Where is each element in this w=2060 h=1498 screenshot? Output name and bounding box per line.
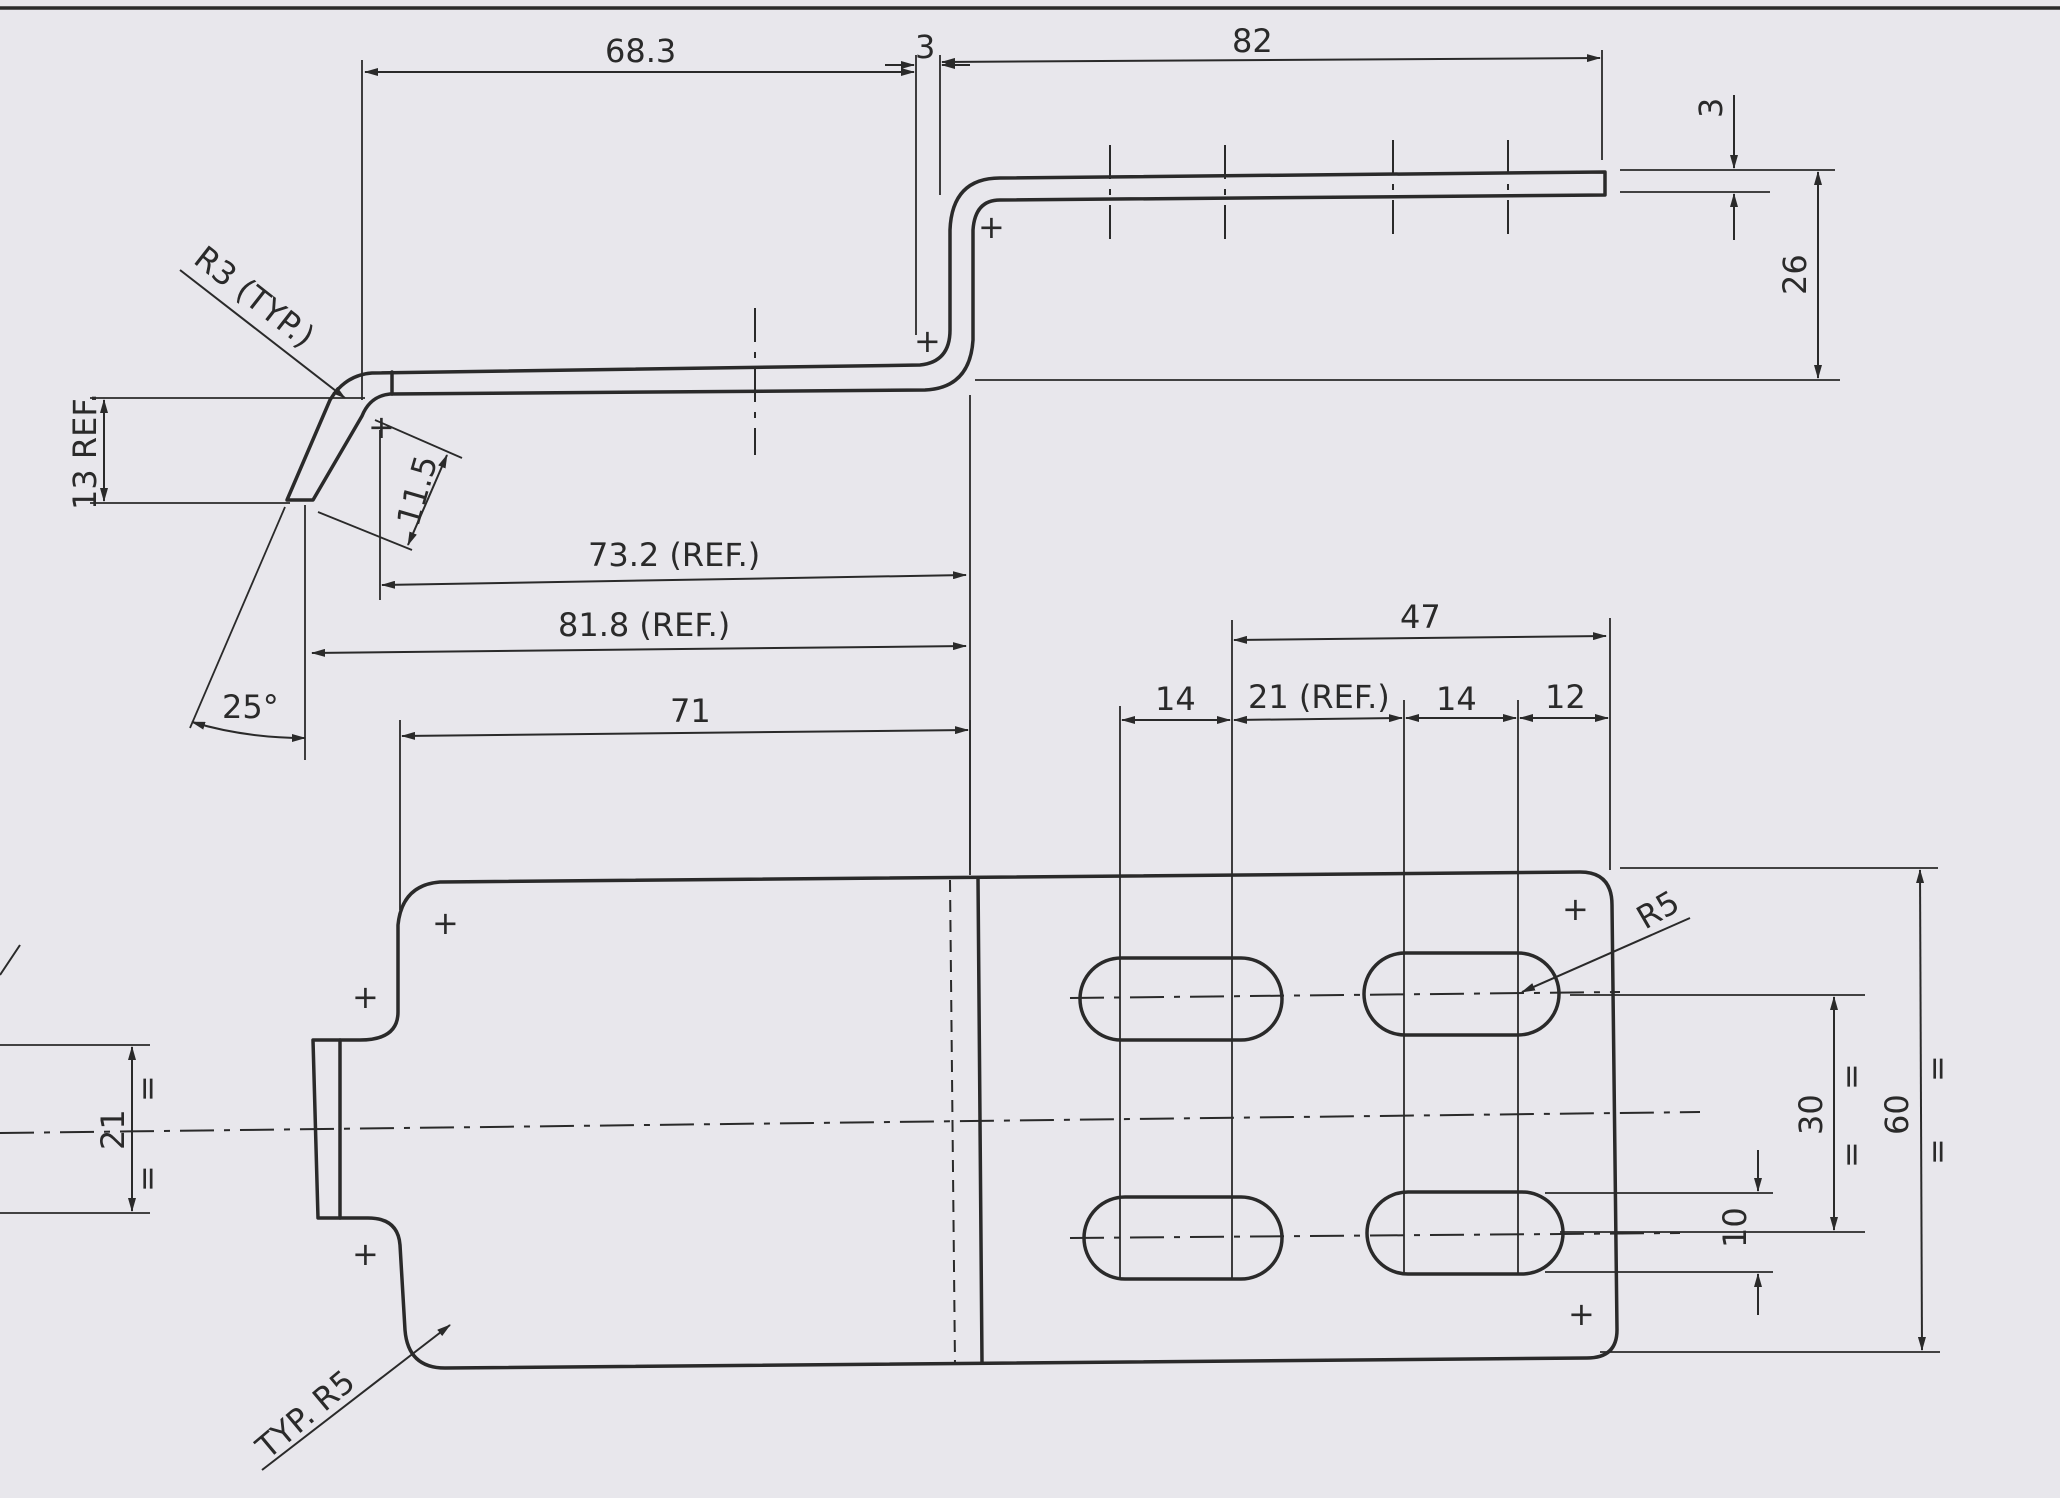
corner-mark-2: + [352, 978, 379, 1016]
dim-line-82 [941, 54, 1601, 66]
dim-text-11-5: 11.5 [389, 451, 445, 530]
dim-text-21ref: 21 (REF.) [1248, 678, 1390, 716]
dim-text-r5: R5 [1630, 883, 1686, 937]
dim-text-eq-21a: = [128, 1075, 166, 1102]
dim-text-81-8: 81.8 (REF.) [558, 606, 730, 644]
leader-r3 [179, 269, 346, 399]
slot-row-bottom-centerline [1069, 1232, 1681, 1239]
bend-mark-2: + [978, 208, 1005, 246]
dim-text-26: 26 [1776, 254, 1814, 295]
dim-text-73-2: 73.2 (REF.) [588, 536, 760, 574]
ext-angle [189, 506, 286, 729]
dim-text-typ-r5: TYP. R5 [248, 1362, 362, 1467]
dim-text-47: 47 [1400, 598, 1441, 636]
leader-typ-r5 [261, 1324, 451, 1471]
dim-text-30: 30 [1792, 1094, 1830, 1135]
plate-outline [311, 870, 1619, 1370]
dim-text-21: 21 [94, 1109, 132, 1150]
slot-row-top-centerline [1069, 991, 1621, 999]
dim-text-10: 10 [1716, 1207, 1754, 1248]
slot-bottom-right [1365, 1190, 1565, 1276]
dim-text-14-b: 14 [1436, 680, 1477, 718]
leader-r5 [1521, 917, 1691, 993]
dim-text-eq-21b: = [128, 1165, 166, 1192]
dim-line-73-2 [381, 571, 967, 589]
dim-text-60: 60 [1878, 1094, 1916, 1135]
dim-text-3-top: 3 [915, 28, 935, 66]
dim-text-71: 71 [670, 692, 711, 730]
slot-top-left [1078, 956, 1284, 1042]
corner-mark-3: + [352, 1235, 379, 1273]
bend-mark-1: + [914, 322, 941, 360]
corner-mark-5: + [1568, 1295, 1595, 1333]
dim-text-82: 82 [1232, 22, 1273, 60]
ext-11-5-a [317, 511, 413, 551]
corner-mark-1: + [432, 904, 459, 942]
dim-text-25deg: 25° [222, 688, 279, 726]
dim-text-3-right: 3 [1692, 98, 1730, 118]
dim-line-81-8 [311, 642, 967, 657]
dim-line-47 [1233, 632, 1607, 644]
plan-view: + + + + + 71 [0, 598, 1956, 1471]
dim-text-14-a: 14 [1155, 680, 1196, 718]
dim-line-11-5 [407, 454, 448, 546]
dim-arc-25deg [191, 721, 306, 742]
ext-11-5-b [374, 419, 463, 459]
dim-text-eq-30b: = [1832, 1141, 1870, 1168]
dim-text-68-3: 68.3 [605, 32, 676, 70]
dim-text-eq-60b: = [1918, 1138, 1956, 1165]
dim-text-12: 12 [1545, 678, 1586, 716]
dim-text-13ref: 13 REF. [66, 393, 104, 510]
side-view-outline [285, 170, 1607, 502]
slot-bottom-left [1082, 1195, 1284, 1281]
partial-leader-left [0, 944, 21, 976]
corner-mark-4: + [1562, 890, 1589, 928]
dim-text-eq-30a: = [1832, 1063, 1870, 1090]
dim-text-r3: R3 (TYP.) [187, 238, 322, 355]
hidden-bend-line [949, 879, 956, 1366]
dim-text-eq-60a: = [1918, 1055, 1956, 1082]
dim-line-21ref [1233, 714, 1403, 724]
dim-line-71 [401, 726, 969, 740]
side-view: + + + 68.3 3 82 3 [66, 22, 1840, 870]
slot-top-right [1362, 951, 1561, 1037]
dim-line-60 [1916, 869, 1926, 1351]
plate-centerline [0, 1111, 1701, 1134]
